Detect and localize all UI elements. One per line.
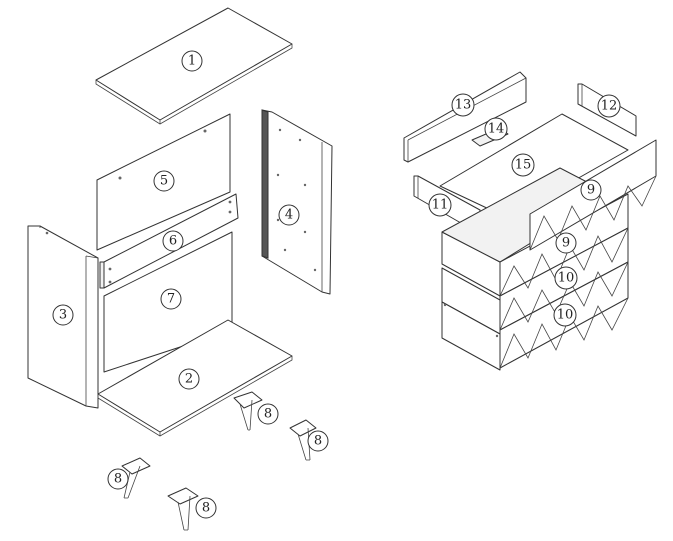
- callout-8: 8: [307, 430, 329, 452]
- svg-text:1: 1: [188, 54, 196, 69]
- svg-text:5: 5: [160, 174, 168, 189]
- callout-8: 8: [195, 497, 217, 519]
- callout-12: 12: [597, 94, 621, 118]
- callout-9: 9: [555, 232, 577, 254]
- svg-text:10: 10: [558, 271, 575, 286]
- svg-text:13: 13: [455, 98, 472, 113]
- callout-9: 9: [580, 179, 602, 201]
- part-leg: [121, 457, 151, 499]
- svg-text:11: 11: [432, 198, 449, 213]
- part-drawer-back-rail: [403, 71, 527, 163]
- callout-10: 10: [554, 266, 578, 290]
- callout-2: 2: [178, 368, 200, 390]
- svg-text:7: 7: [167, 292, 175, 307]
- svg-text:8: 8: [264, 407, 272, 422]
- svg-text:2: 2: [185, 372, 193, 387]
- svg-text:9: 9: [587, 183, 595, 198]
- callout-15: 15: [511, 153, 535, 177]
- callout-8: 8: [107, 468, 129, 490]
- callout-6: 6: [162, 230, 184, 252]
- callout-4: 4: [278, 204, 300, 226]
- svg-text:4: 4: [285, 208, 293, 223]
- svg-text:9: 9: [562, 236, 570, 251]
- svg-text:12: 12: [601, 99, 618, 114]
- part-leg: [233, 391, 263, 431]
- svg-text:3: 3: [59, 308, 67, 323]
- svg-text:8: 8: [314, 434, 322, 449]
- callout-5: 5: [153, 170, 175, 192]
- svg-text:8: 8: [114, 472, 122, 487]
- callout-13: 13: [451, 93, 475, 117]
- callout-10: 10: [553, 303, 577, 327]
- svg-text:14: 14: [488, 122, 505, 137]
- callout-7: 7: [160, 288, 182, 310]
- part-leg: [167, 487, 199, 531]
- svg-text:8: 8: [202, 501, 210, 516]
- callout-14: 14: [484, 117, 508, 141]
- callout-3: 3: [52, 304, 74, 326]
- part-door-panel: [261, 109, 333, 295]
- svg-text:15: 15: [515, 158, 532, 173]
- callout-8: 8: [257, 403, 279, 425]
- callout-1: 1: [181, 50, 203, 72]
- svg-text:6: 6: [169, 234, 177, 249]
- callout-11: 11: [428, 193, 452, 217]
- svg-text:10: 10: [557, 308, 574, 323]
